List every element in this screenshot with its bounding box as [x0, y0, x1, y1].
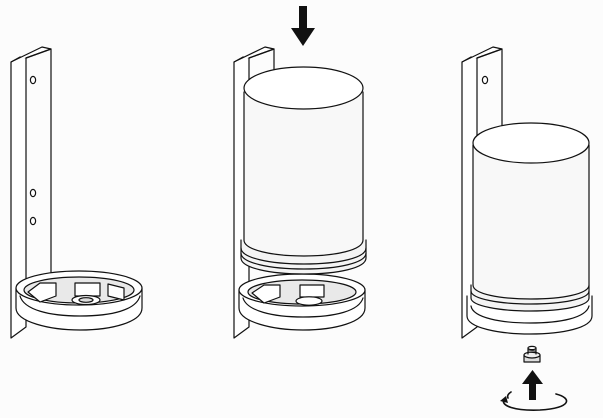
base-holder-icon	[238, 273, 366, 331]
mounting-hole	[29, 75, 37, 85]
mounting-hole	[481, 75, 489, 85]
rotate-arrow-icon	[500, 391, 568, 411]
screw-icon	[523, 345, 541, 363]
cylinder-icon	[240, 66, 367, 275]
mounting-hole	[29, 216, 37, 226]
mounting-hole	[29, 188, 37, 198]
cylinder-icon	[466, 122, 593, 335]
step-1-bracket	[10, 46, 52, 339]
up-arrow-icon	[522, 370, 543, 400]
base-holder-icon	[15, 270, 143, 331]
down-arrow-icon	[291, 6, 315, 46]
